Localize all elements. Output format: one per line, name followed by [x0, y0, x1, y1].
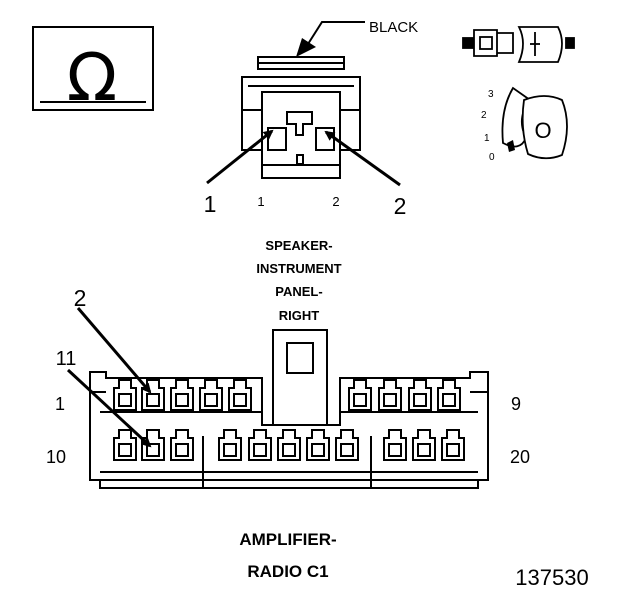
pin-cavity [412, 429, 436, 461]
connector-plug-icon [462, 26, 575, 63]
ohm-symbol-box: Ω [32, 26, 154, 116]
row-1-right-label: 9 [511, 394, 521, 414]
pin-cavity [248, 429, 272, 461]
ohm-icon: Ω [67, 39, 117, 116]
pin-cavity [170, 429, 194, 461]
pin-cavity [348, 379, 372, 411]
row-1-left-label: 1 [55, 394, 65, 414]
key-position-3: 3 [488, 89, 494, 100]
callout-pin-11-label: 11 [56, 348, 77, 370]
amplifier-label-line-1: AMPLIFIER- [239, 530, 336, 549]
row-2-left-label: 10 [46, 447, 66, 467]
speaker-label: SPEAKER- INSTRUMENT PANEL- RIGHT [256, 238, 341, 323]
callout-arrow-pin-2 [76, 307, 152, 394]
pin-cavity [306, 429, 330, 461]
pin-cavity [335, 429, 359, 461]
pin-cavity [141, 429, 165, 461]
pin-cavity [113, 379, 137, 411]
pin-cavity [437, 379, 461, 411]
callout-pin-2-label: 2 [74, 285, 87, 311]
key-position-1: 1 [484, 133, 490, 144]
callout-arrow-pin-11 [66, 368, 152, 448]
pin-cavity [383, 429, 407, 461]
callout-1-label: 1 [204, 191, 217, 217]
amplifier-connector [89, 329, 489, 489]
pin-cavity [228, 379, 252, 411]
top-connector [241, 56, 361, 179]
figure-number: 137530 [515, 565, 588, 590]
pin-1-label: 1 [257, 194, 264, 209]
callout-arrow-2 [324, 130, 401, 187]
pin-cavity [170, 379, 194, 411]
speaker-label-line-4: RIGHT [279, 308, 320, 323]
key-letter: O [534, 118, 551, 143]
key-position-2: 2 [481, 110, 487, 121]
pin-cavity [113, 429, 137, 461]
black-label: BLACK [369, 19, 418, 36]
speaker-label-line-1: SPEAKER- [265, 238, 332, 253]
speaker-label-line-3: PANEL- [275, 284, 322, 299]
ignition-key-icon: O 3 2 1 0 [481, 86, 568, 163]
amplifier-label-line-2: RADIO C1 [247, 562, 328, 581]
pin-cavity [441, 429, 465, 461]
black-callout: BLACK [296, 19, 418, 57]
pin-cavity [408, 379, 432, 411]
row-2-right-label: 20 [510, 447, 530, 467]
key-position-0: 0 [489, 152, 495, 163]
pin-cavity [199, 379, 223, 411]
callout-2-label: 2 [394, 193, 407, 219]
speaker-label-line-2: INSTRUMENT [256, 261, 341, 276]
pin-2-label: 2 [332, 194, 339, 209]
callout-arrow-1 [206, 129, 274, 185]
pin-cavity [277, 429, 301, 461]
pin-cavity [378, 379, 402, 411]
pin-cavity [218, 429, 242, 461]
